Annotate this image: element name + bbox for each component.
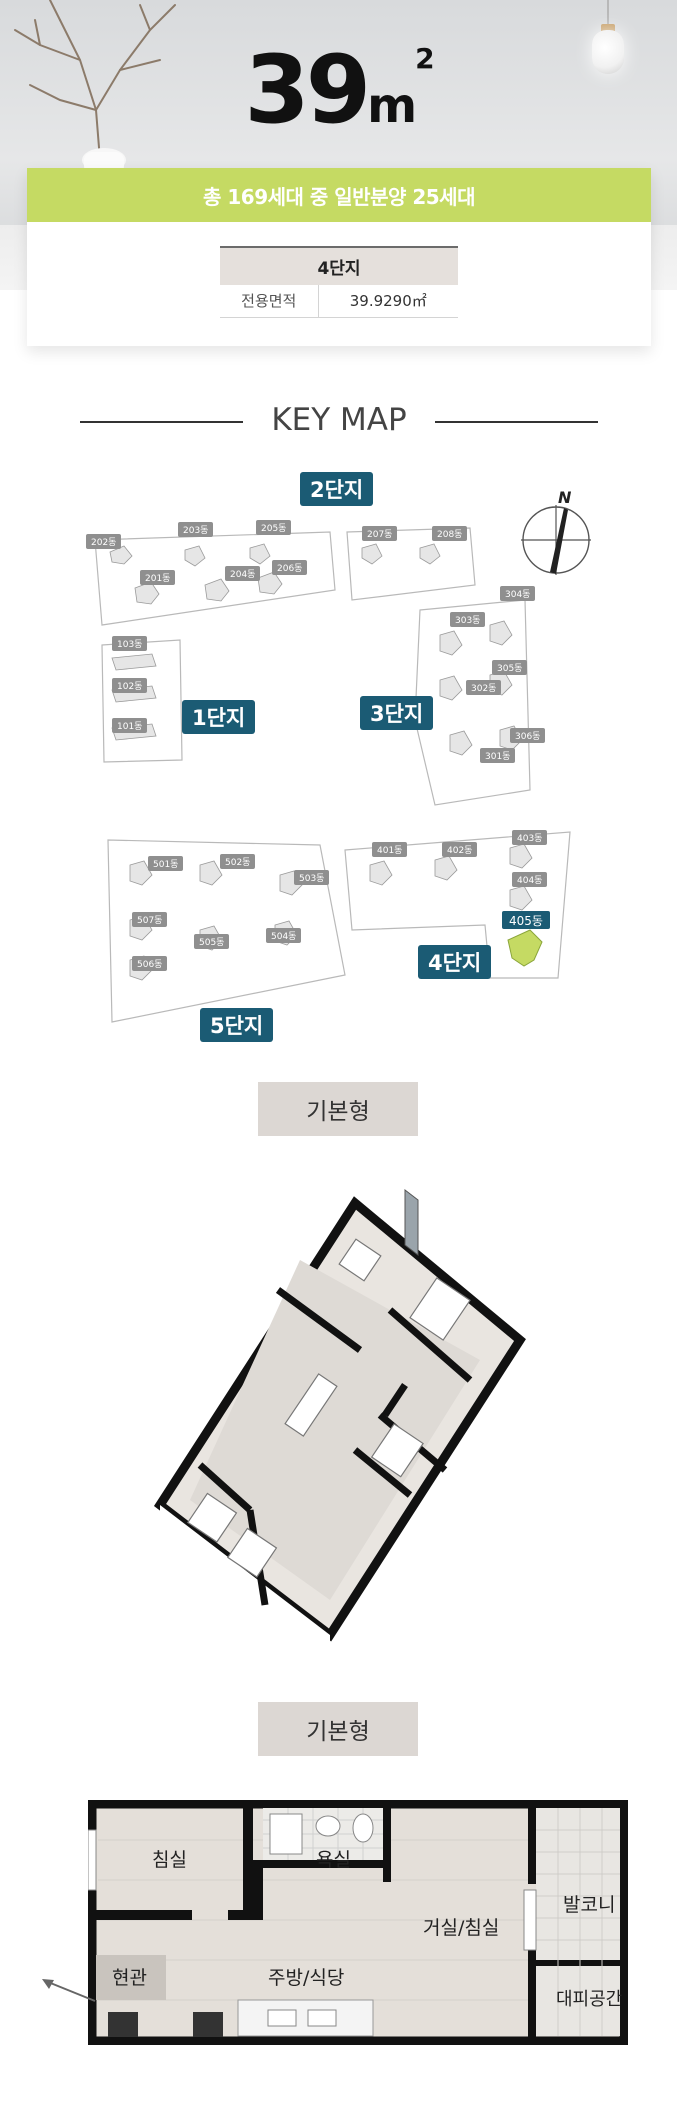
- spec-header-row: 4단지: [220, 246, 458, 285]
- building-label: 302동: [466, 680, 502, 695]
- building-label: 505동: [194, 934, 230, 949]
- zone2-east-lot: [346, 527, 476, 601]
- room-label-living: 거실/침실: [423, 1917, 500, 1939]
- household-summary: 총 169세대 중 일반분양 25세대: [27, 168, 651, 222]
- zone-label-3: 3단지: [360, 696, 434, 730]
- zone2-west-lot: [94, 531, 336, 626]
- building-label: 506동: [132, 956, 168, 971]
- building-label: 401동: [372, 842, 408, 857]
- building-label: 304동: [500, 586, 536, 601]
- unit-size-unit-text: m: [367, 78, 417, 134]
- pendant-wire: [607, 0, 609, 34]
- room-label-balcony: 발코니: [563, 1894, 616, 1916]
- room-label-evacuation: 대피공간: [556, 1989, 623, 2010]
- building-label: 502동: [220, 854, 256, 869]
- spec-value: 39.9290㎡: [318, 285, 458, 318]
- building-label: 402동: [442, 842, 478, 857]
- isometric-floor-plan: [153, 1188, 526, 1650]
- building-label: 504동: [266, 928, 302, 943]
- building-label: 204동: [225, 566, 261, 581]
- keymap-title: KEY MAP: [271, 402, 407, 438]
- site-outline-drawing: [94, 505, 591, 1023]
- building-label: 208동: [432, 526, 468, 541]
- room-label-kitchen: 주방/식당: [268, 1967, 345, 1989]
- keymap-heading: KEY MAP: [80, 400, 598, 444]
- heading-divider-left: [80, 421, 243, 423]
- unit-info-card: 총 169세대 중 일반분양 25세대 4단지 전용면적 39.9290㎡: [27, 168, 651, 346]
- building-405-highlight: [507, 929, 543, 967]
- entrance-arrow-icon: [42, 1979, 96, 2002]
- compass-north-label: N: [558, 488, 572, 507]
- room-label-bedroom: 침실: [152, 1849, 187, 1871]
- bathtub-shape: [269, 1813, 303, 1855]
- building-label: 206동: [272, 560, 308, 575]
- building-label: 306동: [510, 728, 546, 743]
- flat-plan-type-tag: 기본형: [258, 1702, 418, 1756]
- unit-size-superscript: 2: [415, 42, 435, 75]
- building-label: 301동: [480, 748, 516, 763]
- unit-size-unit: m2: [367, 42, 435, 134]
- site-key-map: N 2단지 1단지 3단지 4단지 5단지 202동 203동 205동 201…: [86, 470, 600, 1050]
- zone-label-2: 2단지: [300, 472, 374, 506]
- building-label: 403동: [512, 830, 548, 845]
- toilet-shape: [352, 1813, 374, 1843]
- building-label: 507동: [132, 912, 168, 927]
- building-label: 103동: [112, 636, 148, 651]
- building-label: 503동: [294, 870, 330, 885]
- unit-size-number: 39: [244, 36, 371, 145]
- sink-shape: [315, 1815, 341, 1837]
- spec-label: 전용면적: [220, 285, 319, 318]
- zone-label-4: 4단지: [418, 945, 492, 979]
- iso-plan-type-tag: 기본형: [258, 1082, 418, 1136]
- building-label: 201동: [140, 570, 176, 585]
- building-label: 101동: [112, 718, 148, 733]
- building-label: 207동: [362, 526, 398, 541]
- building-label: 305동: [492, 660, 528, 675]
- building-label: 203동: [178, 522, 214, 537]
- compass-icon: [521, 505, 591, 575]
- building-label: 102동: [112, 678, 148, 693]
- spec-complex-header: 4단지: [220, 246, 458, 285]
- building-label: 202동: [86, 534, 122, 549]
- pendant-cap: [601, 24, 615, 34]
- room-label-bathroom: 욕실: [316, 1849, 351, 1871]
- area-spec-table: 4단지 전용면적 39.9290㎡: [220, 246, 458, 318]
- zone-label-5: 5단지: [200, 1008, 274, 1042]
- vase-branch-illustration: [14, 0, 176, 170]
- building-label: 303동: [450, 612, 486, 627]
- building-label-highlighted: 405동: [502, 911, 550, 929]
- unit-size-title: 39m2: [0, 36, 677, 145]
- building-label: 205동: [256, 520, 292, 535]
- flat-floor-plan: [88, 1800, 628, 2045]
- building-label: 501동: [148, 856, 184, 871]
- heading-divider-right: [435, 421, 598, 423]
- light-bulb-icon: [592, 30, 624, 74]
- zone-label-1: 1단지: [182, 700, 256, 734]
- room-label-entrance: 현관: [112, 1967, 147, 1989]
- building-label: 404동: [512, 872, 548, 887]
- spec-row: 전용면적 39.9290㎡: [220, 285, 458, 318]
